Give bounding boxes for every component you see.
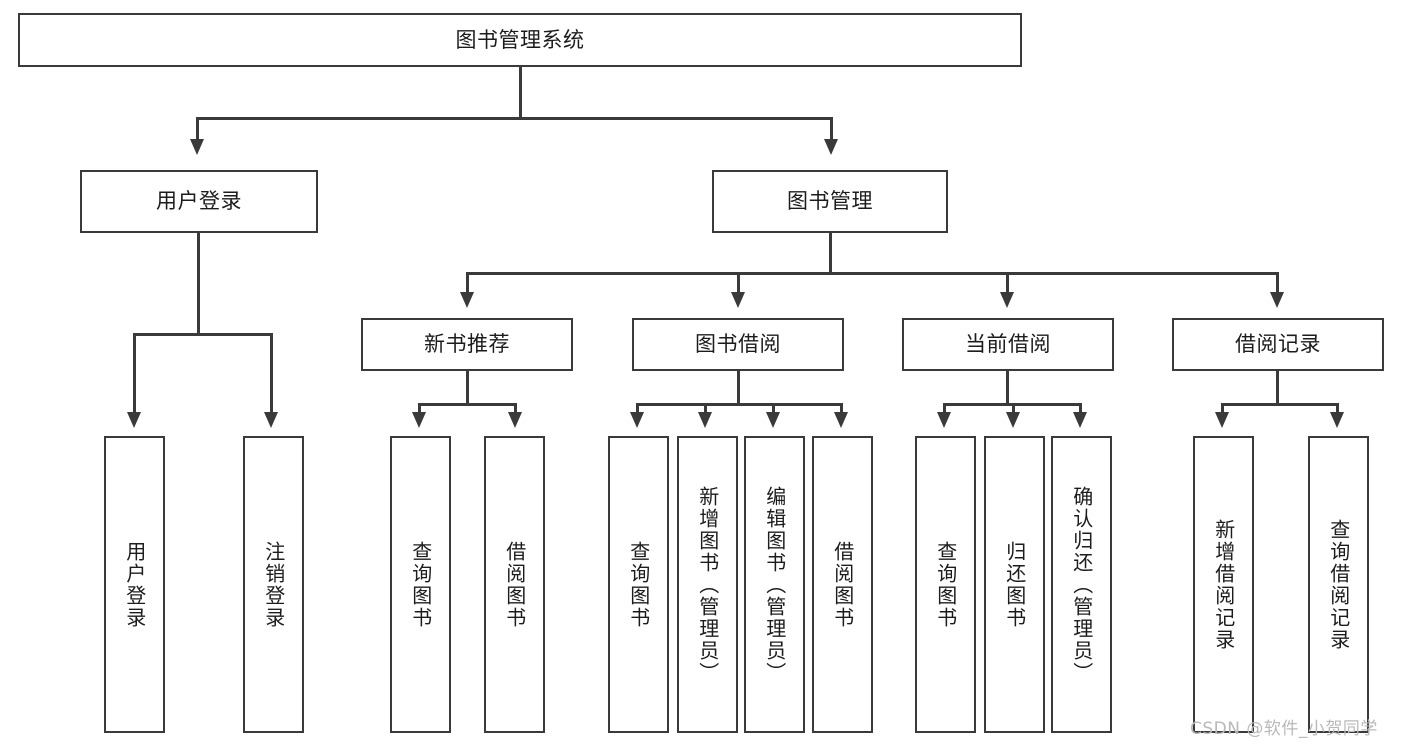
connector-to-book-management — [830, 117, 833, 141]
connector-new-book-leaf1 — [418, 403, 421, 415]
node-label: 图书管理系统 — [455, 27, 585, 52]
arrowhead-nb-leaf1 — [412, 412, 426, 428]
node-label: 用户登录 — [122, 540, 147, 629]
node-label: 借阅记录 — [1235, 332, 1321, 356]
connector-to-borrow-record — [1276, 272, 1279, 294]
connector-to-current-borrow — [1006, 272, 1009, 294]
connector-to-user-login — [196, 117, 199, 141]
connector-new-book-stem — [466, 371, 469, 405]
connector-book-management-stem — [829, 233, 832, 274]
node-user-login[interactable]: 用户登录 — [80, 170, 318, 233]
connector-borrow-record-stem — [1276, 371, 1279, 405]
arrowhead-book-management — [824, 139, 838, 155]
connector-level3-rail — [466, 272, 1278, 275]
connector-book-borrow-rail — [636, 403, 840, 406]
connector-new-book-rail — [418, 403, 517, 406]
node-book-management[interactable]: 图书管理 — [712, 170, 948, 233]
connector-to-book-borrow — [737, 272, 740, 294]
leaf-add-book-admin[interactable]: 新增图书（管理员） — [677, 436, 738, 733]
connector-bb-leaf3 — [772, 403, 775, 415]
arrowhead-book-borrow — [731, 292, 745, 308]
node-label: 图书管理 — [787, 189, 873, 213]
arrowhead-leaf-user-login — [127, 412, 141, 428]
node-label: 注销登录 — [261, 540, 286, 629]
leaf-confirm-return-admin[interactable]: 确认归还（管理员） — [1051, 436, 1112, 733]
node-current-borrow[interactable]: 当前借阅 — [902, 318, 1114, 371]
node-label: 查询图书 — [408, 540, 433, 629]
arrowhead-br-leaf1 — [1215, 412, 1229, 428]
node-label: 借阅图书 — [502, 540, 527, 629]
leaf-query-book-recommend[interactable]: 查询图书 — [390, 436, 451, 733]
connector-bb-leaf1 — [636, 403, 639, 415]
arrowhead-leaf-logout — [264, 412, 278, 428]
connector-br-leaf1 — [1221, 403, 1224, 415]
connector-new-book-leaf2 — [514, 403, 517, 415]
connector-user-login-stem — [197, 233, 200, 335]
connector-level2-rail — [196, 117, 832, 120]
node-label: 借阅图书 — [830, 540, 855, 629]
leaf-logout[interactable]: 注销登录 — [243, 436, 304, 733]
arrowhead-cb-leaf2 — [1006, 412, 1020, 428]
arrowhead-cb-leaf1 — [937, 412, 951, 428]
arrowhead-bb-leaf2 — [698, 412, 712, 428]
arrowhead-bb-leaf3 — [766, 412, 780, 428]
connector-user-login-leaf2 — [270, 333, 273, 415]
node-label: 编辑图书（管理员） — [762, 485, 787, 684]
leaf-return-book[interactable]: 归还图书 — [984, 436, 1045, 733]
connector-to-new-book — [466, 272, 469, 294]
connector-cb-leaf1 — [943, 403, 946, 415]
node-label: 新增借阅记录 — [1211, 518, 1236, 651]
connector-bb-leaf4 — [840, 403, 843, 415]
node-label: 图书借阅 — [695, 332, 781, 356]
connector-borrow-record-rail — [1221, 403, 1338, 406]
leaf-query-book-borrow[interactable]: 查询图书 — [608, 436, 669, 733]
node-root-book-management-system[interactable]: 图书管理系统 — [18, 13, 1022, 67]
connector-user-login-rail — [133, 333, 272, 336]
csdn-watermark: CSDN @软件_小贺同学 — [1190, 719, 1378, 739]
arrowhead-user-login — [190, 139, 204, 155]
connector-cb-leaf2 — [1012, 403, 1015, 415]
node-label: 用户登录 — [156, 189, 242, 213]
arrowhead-borrow-record — [1270, 292, 1284, 308]
node-new-book-recommend[interactable]: 新书推荐 — [361, 318, 573, 371]
node-label: 查询借阅记录 — [1326, 518, 1351, 651]
leaf-query-book-current[interactable]: 查询图书 — [915, 436, 976, 733]
arrowhead-bb-leaf4 — [834, 412, 848, 428]
node-label: 查询图书 — [626, 540, 651, 629]
connector-br-leaf2 — [1336, 403, 1339, 415]
connector-cb-leaf3 — [1079, 403, 1082, 415]
connector-user-login-leaf1 — [133, 333, 136, 415]
node-label: 新增图书（管理员） — [695, 485, 720, 684]
arrowhead-bb-leaf1 — [630, 412, 644, 428]
node-label: 归还图书 — [1002, 540, 1027, 629]
connector-root-stem — [519, 67, 522, 119]
connector-book-borrow-stem — [737, 371, 740, 405]
arrowhead-nb-leaf2 — [508, 412, 522, 428]
arrowhead-current-borrow — [1000, 292, 1014, 308]
leaf-query-borrow-record[interactable]: 查询借阅记录 — [1308, 436, 1369, 733]
node-label: 确认归还（管理员） — [1069, 485, 1094, 684]
connector-bb-leaf2 — [704, 403, 707, 415]
leaf-borrow-book[interactable]: 借阅图书 — [812, 436, 873, 733]
arrowhead-new-book — [460, 292, 474, 308]
leaf-add-borrow-record[interactable]: 新增借阅记录 — [1193, 436, 1254, 733]
node-borrow-record[interactable]: 借阅记录 — [1172, 318, 1384, 371]
arrowhead-cb-leaf3 — [1073, 412, 1087, 428]
node-book-borrow[interactable]: 图书借阅 — [632, 318, 844, 371]
arrowhead-br-leaf2 — [1330, 412, 1344, 428]
node-label: 当前借阅 — [965, 332, 1051, 356]
node-label: 新书推荐 — [424, 332, 510, 356]
connector-current-borrow-stem — [1006, 371, 1009, 405]
leaf-edit-book-admin[interactable]: 编辑图书（管理员） — [744, 436, 805, 733]
leaf-user-login[interactable]: 用户登录 — [104, 436, 165, 733]
node-label: 查询图书 — [933, 540, 958, 629]
leaf-borrow-book-recommend[interactable]: 借阅图书 — [484, 436, 545, 733]
